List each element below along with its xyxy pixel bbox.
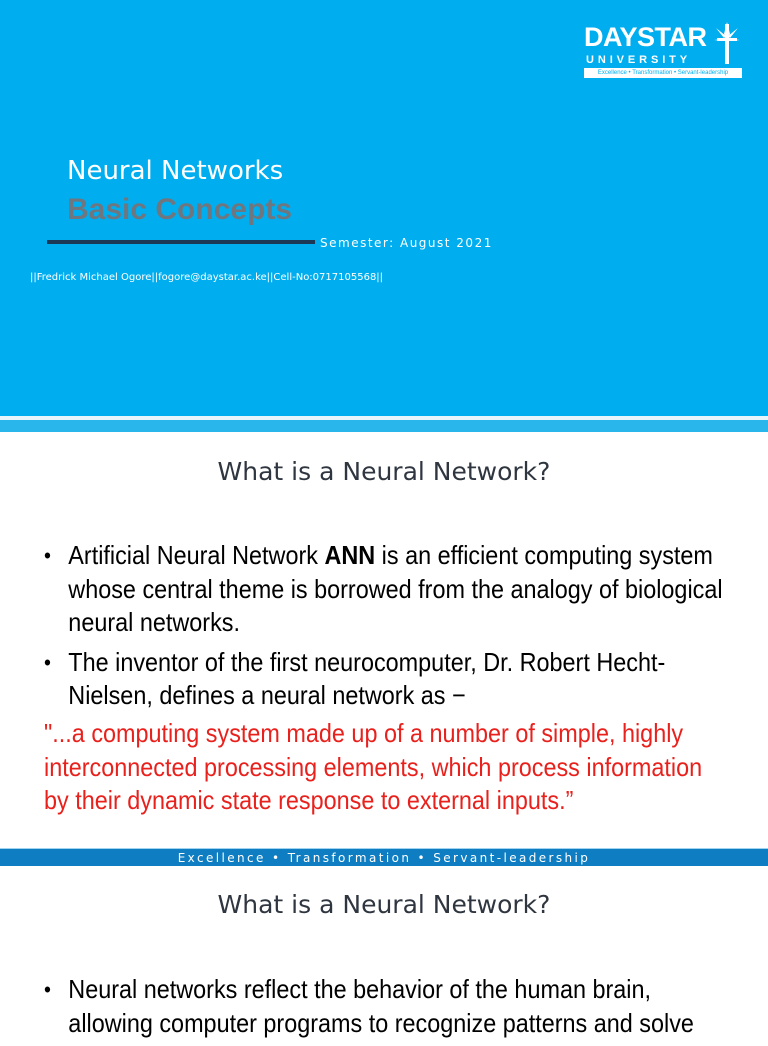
slide-heading: What is a Neural Network? (217, 457, 551, 486)
bullet-list: • Artificial Neural Network ANN is an ef… (44, 539, 734, 719)
bullet-symbol: • (44, 543, 51, 568)
bullet-item: • Neural networks reflect the behavior o… (44, 973, 731, 1040)
bullet-text: Artificial Neural Network (68, 540, 325, 570)
definition-quote: "...a computing system made up of a numb… (44, 718, 703, 815)
logo-tagline: Excellence • Transformation • Servant-le… (584, 68, 742, 78)
title-divider (47, 240, 315, 244)
bullet-text: is an efficient computing system whose c… (68, 540, 723, 637)
bullet-bold-term: ANN (324, 540, 376, 570)
bullet-symbol: • (44, 977, 51, 1002)
bullet-item: • Artificial Neural Network ANN is an ef… (44, 539, 731, 640)
slide-separator-light (0, 416, 768, 420)
title-slide: DAYSTAR UNIVERSITY Excellence • Transfor… (0, 0, 768, 416)
bullet-text: Neural networks reflect the behavior of … (68, 974, 694, 1038)
star-cross-icon (714, 22, 740, 64)
logo-subtitle: UNIVERSITY (586, 54, 692, 66)
author-contact: ||Fredrick Michael Ogore||fogore@daystar… (30, 272, 384, 283)
presentation-subtitle: Basic Concepts (67, 193, 293, 226)
footer-bar: Excellence • Transformation • Servant-le… (0, 848, 768, 866)
bullet-item: • The inventor of the first neurocompute… (44, 646, 731, 713)
presentation-title: Neural Networks (67, 156, 284, 186)
bullet-list: • Neural networks reflect the behavior o… (44, 973, 734, 1046)
logo-wordmark: DAYSTAR (584, 22, 707, 52)
slide-separator-blue (0, 420, 768, 432)
footer-tagline: Excellence • Transformation • Servant-le… (177, 851, 591, 865)
daystar-logo: DAYSTAR UNIVERSITY Excellence • Transfor… (584, 22, 744, 78)
slide-heading: What is a Neural Network? (217, 890, 551, 919)
bullet-text: The inventor of the first neurocomputer,… (68, 646, 666, 711)
footer-highlight-line (0, 848, 768, 849)
bullet-symbol: • (44, 649, 51, 675)
semester-label: Semester: August 2021 (320, 236, 493, 250)
